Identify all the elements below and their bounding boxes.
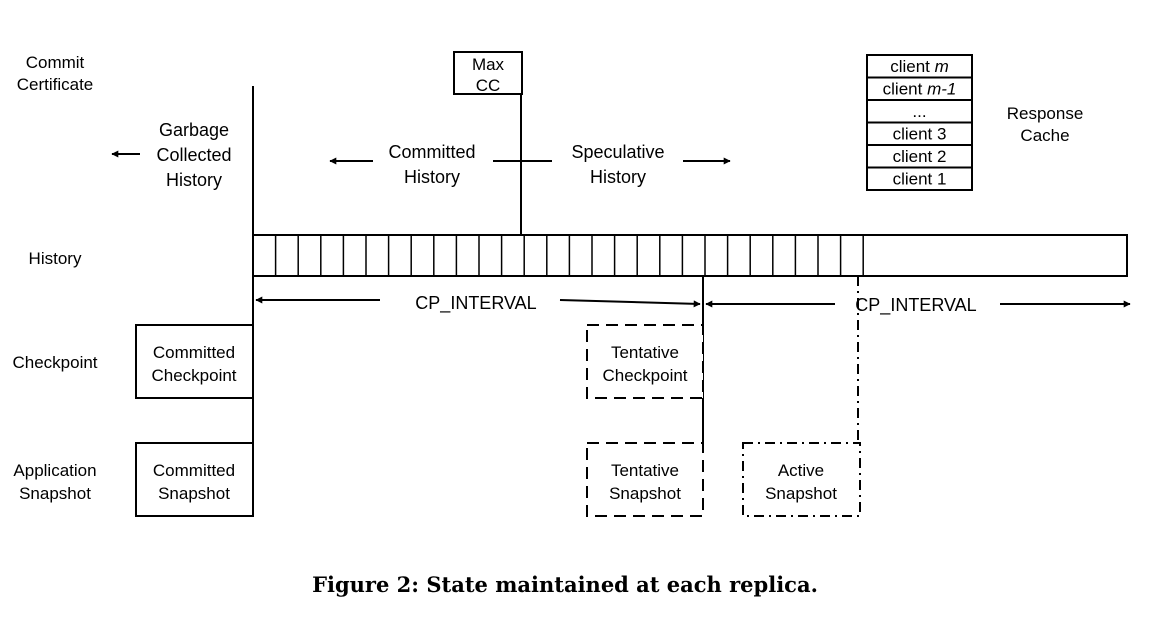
committed-snapshot-box — [135, 442, 254, 517]
committed-snapshot-line1: Committed — [153, 461, 235, 480]
response-cache-label-line1: Response — [1007, 104, 1084, 123]
committed-checkpoint-box — [135, 324, 254, 399]
history-row-label: History — [29, 249, 82, 268]
garbage-collected-label-line1: Garbage — [159, 120, 229, 140]
garbage-collected-label-line2: Collected — [156, 145, 231, 165]
tentative-snapshot-box — [586, 442, 704, 517]
cp-interval-1-label: CP_INTERVAL — [415, 293, 536, 314]
committed-snapshot-line2: Snapshot — [158, 484, 230, 503]
max-cc-box — [453, 51, 523, 95]
response-cache-stack: client m client m-1... client 3 client 2 cli… — [866, 54, 973, 191]
figure-caption: Figure 2: State maintained at each repli… — [312, 572, 818, 597]
active-snapshot-line1: Active — [778, 461, 824, 480]
response-cache-entry-label: client m-1 — [883, 80, 957, 99]
garbage-collected-label-line3: History — [166, 170, 222, 190]
response-cache-entry-label: client m — [890, 57, 949, 76]
committed-checkpoint-line2: Checkpoint — [151, 366, 236, 385]
response-cache-entry-label: client 3 — [893, 125, 947, 144]
tentative-snapshot-line1: Tentative — [611, 461, 679, 480]
commit-certificate-label-line2: Certificate — [17, 75, 94, 94]
active-snapshot-box — [742, 442, 861, 517]
active-snapshot-line2: Snapshot — [765, 484, 837, 503]
response-cache-entry — [866, 166, 973, 191]
max-cc-label-line1: Max — [472, 55, 505, 74]
committed-history-label-line2: History — [404, 167, 460, 187]
response-cache-entry-label: client 2 — [893, 147, 947, 166]
tentative-snapshot-line2: Snapshot — [609, 484, 681, 503]
cp-interval-2-label: CP_INTERVAL — [855, 295, 976, 316]
history-cells — [274, 235, 864, 276]
tentative-checkpoint-line1: Tentative — [611, 343, 679, 362]
history-bar — [252, 234, 1128, 277]
speculative-history-label-line2: History — [590, 167, 646, 187]
response-cache-entry-label: ... — [912, 102, 926, 121]
speculative-history-label-line1: Speculative — [571, 142, 664, 162]
cp-interval-1-right-arrow — [559, 299, 701, 308]
committed-history-label-line1: Committed — [388, 142, 475, 162]
response-cache-label-line2: Cache — [1020, 126, 1069, 145]
tentative-checkpoint-box — [586, 324, 704, 399]
application-snapshot-label-line1: Application — [13, 461, 96, 480]
tentative-checkpoint-line2: Checkpoint — [602, 366, 687, 385]
checkpoint-row-label: Checkpoint — [12, 353, 97, 372]
application-snapshot-label-line2: Snapshot — [19, 484, 91, 503]
commit-certificate-label-line1: Commit — [26, 53, 85, 72]
committed-checkpoint-line1: Committed — [153, 343, 235, 362]
response-cache-entry-label: client 1 — [893, 170, 947, 189]
max-cc-label-line2: CC — [476, 76, 501, 95]
